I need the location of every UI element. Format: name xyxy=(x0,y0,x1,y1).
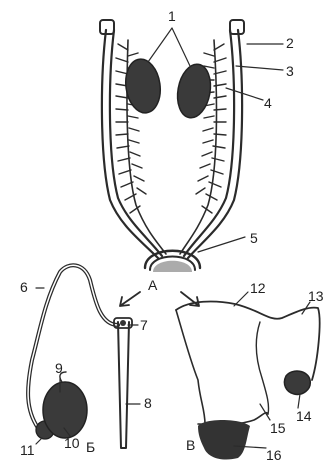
callout-11: 11 xyxy=(20,442,35,458)
callout-10: 10 xyxy=(64,435,80,451)
callout-15: 15 xyxy=(270,420,286,436)
callout-12: 12 xyxy=(250,280,266,296)
panel-b-drawing xyxy=(28,265,132,448)
callout-9: 9 xyxy=(55,360,63,376)
callout-1: 1 xyxy=(168,8,176,24)
callout-4: 4 xyxy=(264,95,272,111)
callout-13: 13 xyxy=(308,288,324,304)
panel-label-a: А xyxy=(148,277,158,293)
panel-label-c: В xyxy=(186,437,195,453)
callout-5: 5 xyxy=(250,230,258,246)
callout-3: 3 xyxy=(286,63,294,79)
panel-label-b: Б xyxy=(86,439,95,455)
callout-2: 2 xyxy=(286,35,294,51)
callout-8: 8 xyxy=(144,395,152,411)
callout-6: 6 xyxy=(20,279,28,295)
callout-14: 14 xyxy=(296,408,312,424)
callout-7: 7 xyxy=(140,317,148,333)
callout-16: 16 xyxy=(266,447,282,462)
panel-a-drawing xyxy=(100,20,283,306)
